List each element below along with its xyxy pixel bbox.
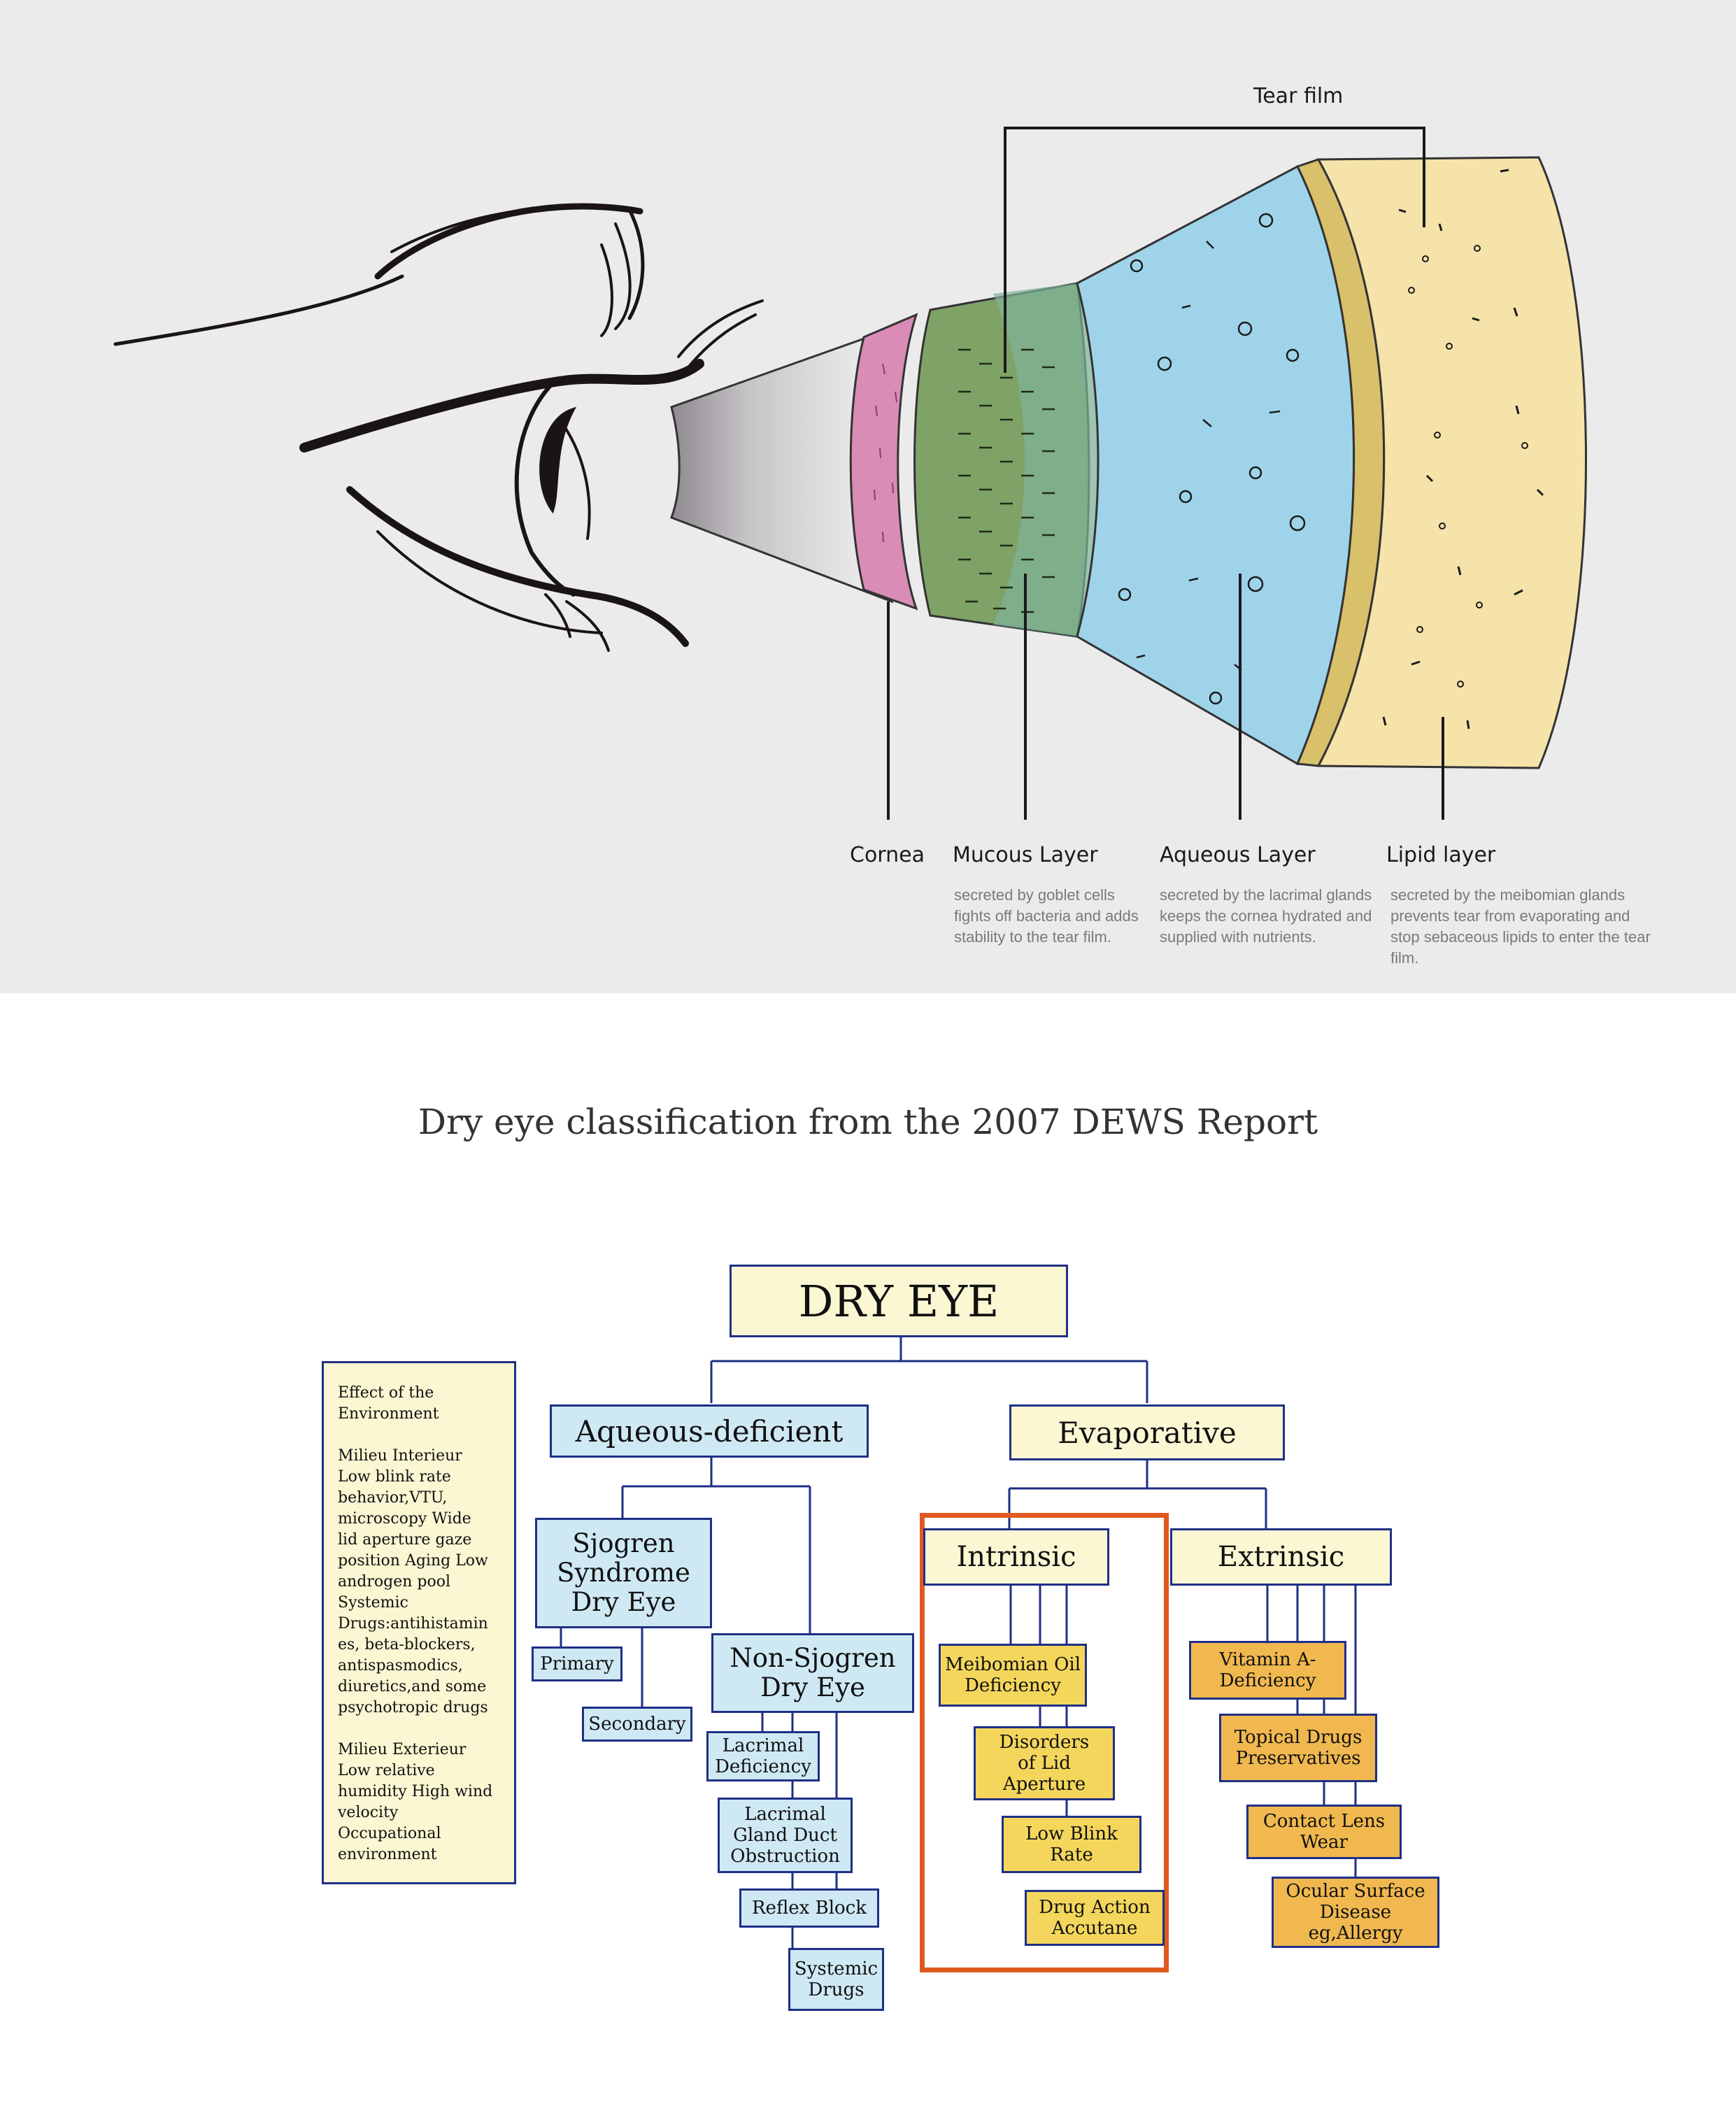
lacrimal-gland-duct-node: Lacrimal Gland Duct Obstruction bbox=[718, 1798, 853, 1873]
tear-film-label: Tear film bbox=[1253, 84, 1344, 108]
contact-lens-node: Contact Lens Wear bbox=[1246, 1805, 1402, 1859]
cornea-layer bbox=[849, 313, 918, 611]
lipid-particles bbox=[1382, 169, 1544, 730]
tear-film-anatomy-panel: Tear film Cornea Mucous Layer Aqueous La… bbox=[0, 0, 1736, 993]
sjogren-syndrome-node: Sjogren Syndrome Dry Eye bbox=[535, 1518, 712, 1628]
intrinsic-highlight-frame bbox=[920, 1513, 1169, 1972]
dry-eye-root: DRY EYE bbox=[730, 1265, 1068, 1337]
vitamin-a-node: Vitamin A- Deficiency bbox=[1189, 1641, 1346, 1700]
page-title: Dry eye classification from the 2007 DEW… bbox=[418, 1102, 1318, 1142]
lipid-layer bbox=[1316, 156, 1587, 769]
non-sjogren-node: Non-Sjogren Dry Eye bbox=[711, 1633, 914, 1713]
topical-drugs-node: Topical Drugs Preservatives bbox=[1219, 1714, 1377, 1782]
lipid-layer-description: secreted by the meibomian glands prevent… bbox=[1390, 886, 1651, 967]
evaporative-node: Evaporative bbox=[1009, 1404, 1285, 1460]
primary-node: Primary bbox=[532, 1646, 622, 1681]
aqueous-particles bbox=[1118, 213, 1306, 705]
low-blink-rate-node: Low Blink Rate bbox=[1002, 1816, 1141, 1873]
aqueous-layer-label: Aqueous Layer bbox=[1160, 843, 1316, 867]
aqueous-layer-description: secreted by the lacrimal glands keeps th… bbox=[1160, 886, 1372, 946]
extrinsic-node: Extrinsic bbox=[1170, 1528, 1392, 1586]
secondary-node: Secondary bbox=[582, 1707, 692, 1742]
lipid-layer-label: Lipid layer bbox=[1386, 843, 1496, 867]
systemic-drugs-node: Systemic Drugs bbox=[788, 1948, 884, 2011]
tear-film-diagram bbox=[113, 127, 1587, 820]
mucous-strands bbox=[958, 348, 1055, 613]
ocular-surface-node: Ocular Surface Disease eg,Allergy bbox=[1272, 1877, 1439, 1948]
disorders-lid-aperture-node: Disorders of Lid Aperture bbox=[974, 1726, 1115, 1800]
intrinsic-node: Intrinsic bbox=[923, 1528, 1109, 1586]
lacrimal-deficiency-node: Lacrimal Deficiency bbox=[706, 1731, 820, 1781]
aqueous-deficient-node: Aqueous-deficient bbox=[550, 1404, 869, 1458]
mucous-layer-description: secreted by goblet cells fights off bact… bbox=[954, 886, 1139, 946]
drug-action-node: Drug Action Accutane bbox=[1025, 1890, 1165, 1946]
cornea-marks bbox=[874, 363, 897, 543]
environment-effects-box: Effect of the Environment Milieu Interie… bbox=[322, 1361, 516, 1884]
leader-lines bbox=[887, 127, 1444, 820]
mucous-layer-label: Mucous Layer bbox=[953, 843, 1098, 867]
eye-illustration bbox=[113, 203, 764, 652]
reflex-block-node: Reflex Block bbox=[739, 1888, 879, 1928]
cornea-label: Cornea bbox=[850, 843, 925, 867]
meibomian-oil-node: Meibomian Oil Deficiency bbox=[939, 1644, 1087, 1707]
